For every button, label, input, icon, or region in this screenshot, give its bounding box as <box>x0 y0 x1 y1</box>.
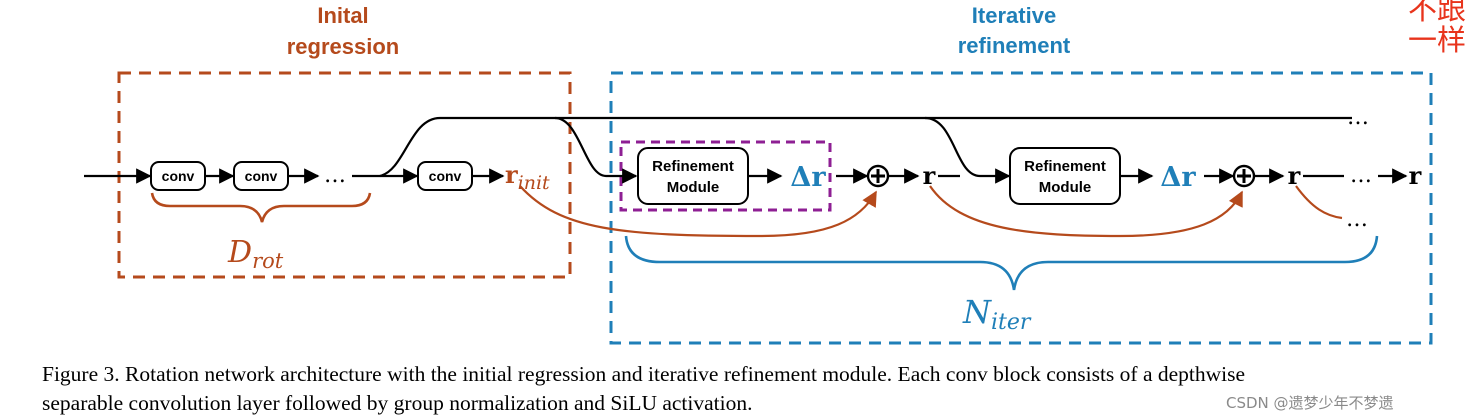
corner-annotation-line1: 不跟 <box>1408 0 1467 26</box>
conv-block-2: conv <box>233 161 289 191</box>
figure-caption: Figure 3. Rotation network architecture … <box>42 360 1472 418</box>
d-rot-main: D <box>227 235 252 270</box>
conv-block-3-label: conv <box>429 168 462 184</box>
feature-branch-1 <box>554 116 638 184</box>
r-symbol-1: r <box>923 161 936 190</box>
refinement-highlight-box <box>619 140 832 212</box>
refinement-module-2-line1: Refinement <box>1024 158 1106 175</box>
initial-stage-title-line2: regression <box>287 34 400 59</box>
refinement-module-1-line2: Module <box>667 179 720 196</box>
flow-ellipsis: … <box>1350 163 1372 188</box>
conv-ellipsis: … <box>324 163 346 188</box>
n-iter-brace <box>624 235 1379 291</box>
residual-rinit-to-plus1 <box>519 185 877 238</box>
r-init-sub: init <box>518 172 550 194</box>
figure-caption-line2: separable convolution layer followed by … <box>42 391 753 415</box>
iterative-stage-title-line1: Iterative <box>972 3 1056 28</box>
d-rot-sub: rot <box>252 249 284 273</box>
corner-annotation: 不跟 一样 <box>1408 0 1479 56</box>
delta-r-2: Δr <box>1160 162 1196 193</box>
watermark: CSDN @遗梦少年不梦遗 <box>1226 394 1394 412</box>
residual-r-to-next <box>1295 185 1343 220</box>
residual-r-to-plus2 <box>929 185 1243 238</box>
conv-block-1: conv <box>150 161 206 191</box>
r-symbol-final: r <box>1409 161 1422 190</box>
initial-stage-title-line1: Inital <box>317 3 368 28</box>
iterative-refinement-box <box>609 71 1433 345</box>
corner-annotation-line2: 一样 <box>1408 23 1467 57</box>
n-iter-label: Niter <box>962 293 1032 335</box>
r-init-main: r <box>505 160 518 189</box>
refinement-module-1: Refinement Module <box>637 147 749 205</box>
conv-block-3: conv <box>417 161 473 191</box>
conv-block-2-label: conv <box>245 168 278 184</box>
r-symbol-2: r <box>1288 161 1301 190</box>
residual-ellipsis: … <box>1346 207 1368 232</box>
skip-ellipsis: … <box>1347 105 1369 130</box>
feature-skip-line <box>379 116 1352 178</box>
refinement-module-1-line1: Refinement <box>652 158 734 175</box>
r-init-symbol: rinit <box>505 160 550 194</box>
feature-branch-2 <box>924 116 1011 184</box>
iterative-stage-title-line2: refinement <box>958 33 1071 58</box>
d-rot-label: Drot <box>227 235 284 273</box>
refinement-module-2: Refinement Module <box>1009 147 1121 205</box>
delta-r-1: Δr <box>790 162 826 193</box>
d-rot-brace <box>150 192 372 223</box>
sum-node-1-icon <box>866 164 890 188</box>
n-iter-sub: iter <box>991 310 1032 335</box>
refinement-module-2-line2: Module <box>1039 179 1092 196</box>
conv-block-1-label: conv <box>162 168 195 184</box>
n-iter-main: N <box>962 293 992 331</box>
sum-node-2-icon <box>1232 164 1256 188</box>
figure-caption-line1: Figure 3. Rotation network architecture … <box>42 362 1246 386</box>
